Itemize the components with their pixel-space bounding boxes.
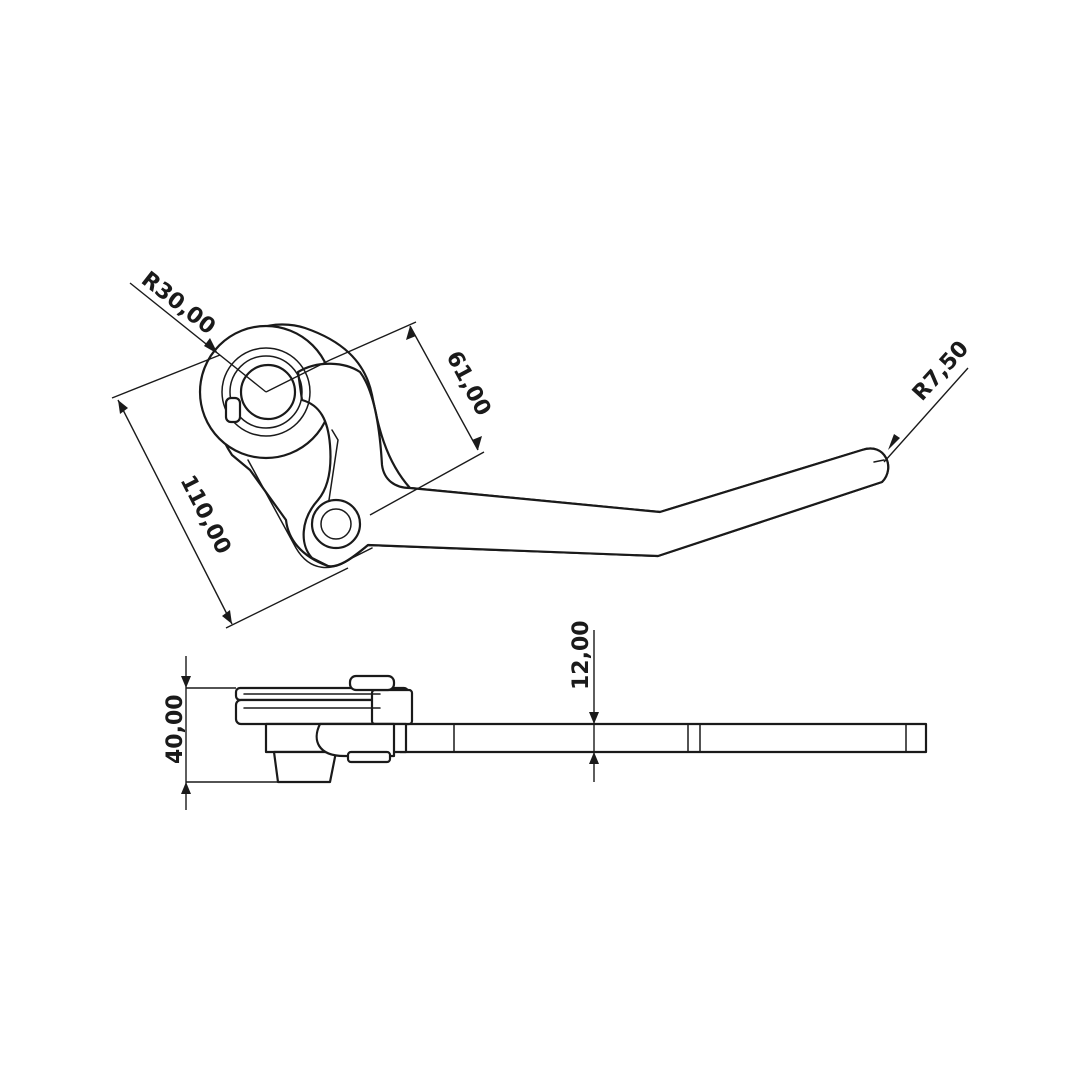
dim-label-lever-span: 61,00	[441, 347, 496, 420]
dim-arrowhead	[222, 610, 232, 624]
pivot-outer-circle	[310, 498, 362, 550]
dim-label-tip-radius: R7,50	[908, 336, 974, 406]
clamp-end-block	[370, 688, 414, 726]
dim-label-blade-thickness: 12,00	[569, 620, 594, 690]
dim-label-radius-hub: R30,00	[136, 267, 220, 340]
dimension-tip-radius: R7,50	[883, 336, 974, 463]
lever-neck	[296, 362, 890, 568]
lever-top-view	[198, 323, 890, 569]
mounting-plate-edge	[325, 429, 339, 521]
dim-label-side-height: 40,00	[163, 694, 188, 764]
lever-side-view	[234, 674, 928, 784]
hub-key	[224, 396, 242, 424]
dim-arrowhead	[181, 782, 191, 794]
dim-arrowhead	[406, 326, 416, 340]
tip-center-mark	[873, 459, 885, 463]
mounting-plate	[247, 459, 373, 569]
dim-label-overall-length: 110,00	[175, 471, 236, 558]
dim-arrowhead	[118, 400, 128, 414]
pivot-inner-circle	[320, 508, 352, 540]
dim-arrowhead	[589, 712, 599, 724]
lower-boss	[272, 750, 338, 784]
hub-bearing-ring-outer	[221, 347, 311, 437]
screw-head	[348, 674, 396, 692]
blade-side	[398, 722, 928, 754]
dimension-side-height: 40,00	[163, 656, 278, 810]
dim-arrowhead	[204, 338, 218, 354]
hub-bearing-ring-inner	[239, 363, 297, 421]
dim-arrowhead	[181, 676, 191, 688]
dim-arrowhead	[472, 436, 482, 450]
hub-bearing-ring-mid	[229, 355, 303, 429]
dim-arrowhead	[888, 434, 900, 450]
pivot-washer	[346, 750, 392, 764]
dimension-blade-thickness: 12,00	[569, 620, 599, 782]
dim-arrowhead	[589, 752, 599, 764]
